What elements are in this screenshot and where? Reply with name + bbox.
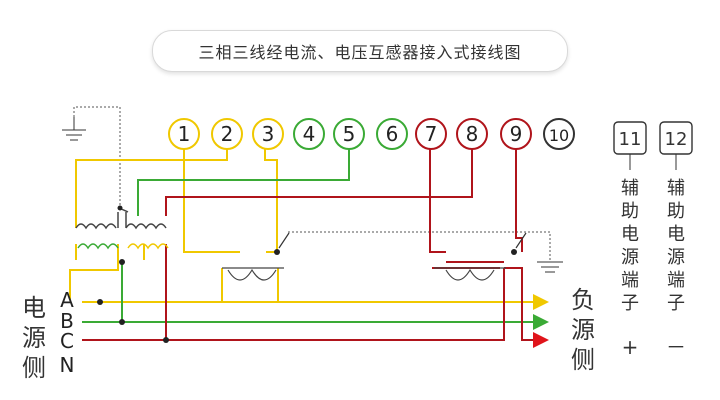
terminal-3: 3 (252, 118, 284, 150)
terminal-4: 4 (293, 118, 325, 150)
diagram-title: 三相三线经电流、电压互感器接入式接线图 (152, 30, 568, 72)
terminal-circle (333, 118, 365, 150)
terminal-5: 5 (333, 118, 365, 150)
aux-terminal-12: 12 (659, 121, 693, 170)
yellow-wires (69, 148, 549, 310)
terminal-circle (252, 118, 284, 150)
phase-letter-c: C (60, 329, 74, 353)
terminal-10: 10 (543, 118, 575, 150)
ground-icon-left (62, 117, 86, 141)
aux-sign: + (622, 335, 639, 359)
terminal-circle (415, 118, 447, 150)
aux-terminal-label-11: 11 (619, 129, 642, 150)
vertical-text: 辅助电源端子 (621, 178, 639, 314)
terminal-label: 5 (343, 122, 356, 146)
terminal-1: 1 (168, 118, 200, 150)
terminal-circle (456, 118, 488, 150)
terminal-8: 8 (456, 118, 488, 150)
aux-sign: － (666, 335, 686, 359)
terminal-circle (211, 118, 243, 150)
terminal-label: 7 (425, 122, 438, 146)
terminal-label: 8 (466, 122, 479, 146)
terminal-9: 9 (500, 118, 532, 150)
terminal-label: 3 (262, 122, 275, 146)
junction-dots (97, 205, 517, 343)
voltage-transformer-secondary (77, 243, 169, 250)
terminal-2: 2 (211, 118, 243, 150)
terminal-label: 6 (386, 122, 399, 146)
terminal-circle (293, 118, 325, 150)
terminal-label: 10 (549, 126, 569, 145)
terminal-circle (543, 118, 575, 150)
terminal-6: 6 (376, 118, 408, 150)
current-transformer-a (222, 267, 284, 281)
aux-terminal-text-11: 辅助电源端子 + (621, 178, 639, 359)
ground-icon-right (537, 261, 563, 273)
phase-letter-n: N (60, 353, 75, 377)
dotted-lines (73, 106, 551, 262)
yellow-phase-a-line (82, 268, 290, 303)
terminal-label: 2 (221, 122, 234, 146)
terminal-label: 9 (510, 122, 523, 146)
terminal-circle (168, 118, 200, 150)
aux-terminal-text-12: 辅助电源端子 － (666, 178, 686, 359)
ground-dotted-left (73, 106, 121, 205)
terminal-circle (376, 118, 408, 150)
voltage-wiper-dotted (288, 231, 551, 262)
vertical-text: 负源侧 (571, 286, 595, 374)
vertical-text: 电源侧 (22, 294, 46, 382)
phase-letter-b: B (60, 309, 74, 333)
terminal-7: 7 (415, 118, 447, 150)
aux-terminal-11: 11 (613, 121, 647, 170)
phase-letter-a: A (60, 288, 74, 312)
voltage-transformer-primary (75, 207, 167, 230)
aux-terminal-label-12: 12 (665, 129, 688, 150)
load-side-label: 负源侧 (571, 286, 595, 374)
vertical-text: 辅助电源端子 (667, 178, 685, 314)
green-wires (82, 148, 549, 330)
terminal-circle (500, 118, 532, 150)
terminal-label: 1 (178, 122, 191, 146)
current-transformer-c (434, 267, 506, 281)
terminal-group: 1 2 3 4 5 6 7 8 9 10 (168, 118, 575, 150)
source-side-label: 电源侧 (22, 294, 46, 382)
terminal-label: 4 (303, 122, 316, 146)
